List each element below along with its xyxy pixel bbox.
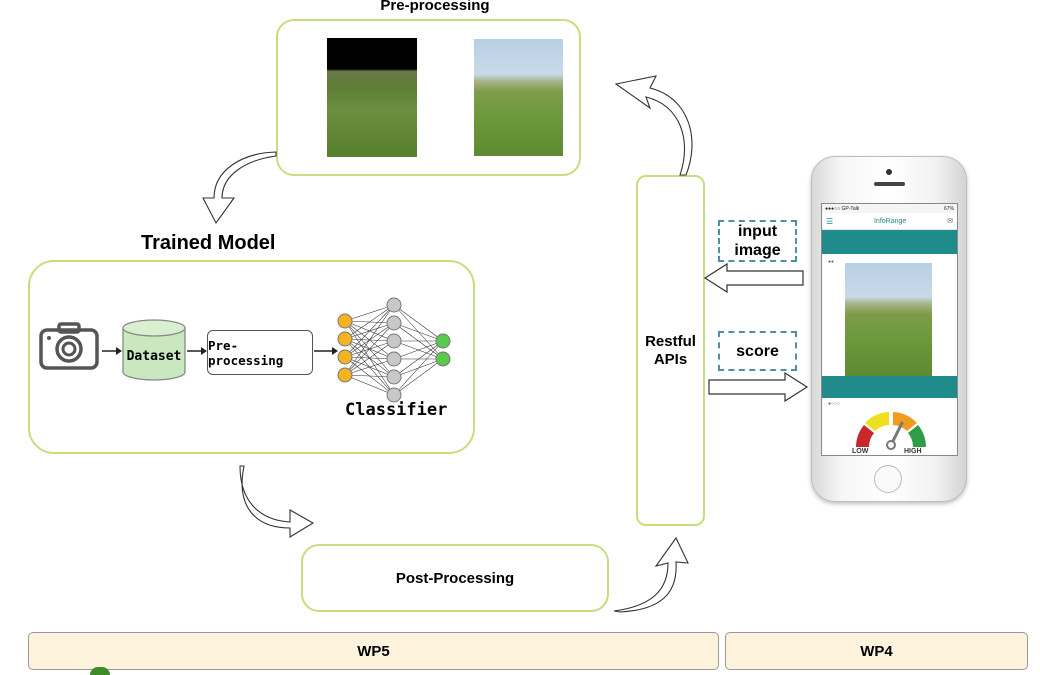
restful-apis-box: Restful APIs bbox=[636, 175, 705, 526]
input-arrow-icon bbox=[703, 262, 804, 294]
teal-band-top bbox=[822, 230, 957, 254]
neural-network-icon bbox=[337, 297, 451, 403]
dataset-label: Dataset bbox=[126, 349, 182, 364]
image-card: ●● bbox=[826, 259, 955, 376]
uploaded-image bbox=[845, 263, 932, 376]
post-processing-label: Post-Processing bbox=[395, 569, 515, 587]
model-preprocessing-label: Pre-processing bbox=[208, 337, 284, 368]
curved-arrow-postprocessing-to-apis-icon bbox=[613, 536, 689, 613]
dataset-cylinder-icon bbox=[122, 319, 186, 381]
gauge-dots: ●○○○ bbox=[828, 401, 841, 407]
card-dots: ●● bbox=[828, 259, 835, 265]
gauge-card: ●○○○ LOW HIGH bbox=[826, 401, 955, 455]
arrow-dataset-preproc-icon bbox=[187, 347, 207, 355]
gauge-high-label: HIGH bbox=[904, 448, 922, 455]
score-arrow-icon bbox=[708, 371, 809, 403]
teal-band-mid bbox=[822, 376, 957, 398]
camera-icon bbox=[39, 322, 99, 370]
battery-text: 67% bbox=[943, 205, 954, 212]
model-preprocessing-box: Pre-processing bbox=[207, 330, 313, 375]
carrier-text: ●●●○○ GP-Talk bbox=[825, 205, 860, 212]
wp5-label: WP5 bbox=[357, 642, 390, 660]
app-title: InfoRange bbox=[873, 217, 907, 225]
app-header: ☰ InfoRange ✉ bbox=[822, 213, 957, 230]
trained-model-title: Trained Model bbox=[141, 232, 276, 254]
leaf-logo-fragment-icon bbox=[90, 667, 110, 675]
raw-image bbox=[474, 39, 563, 156]
curved-arrow-preprocessing-to-model-icon bbox=[202, 151, 277, 225]
arrow-preproc-classifier-icon bbox=[314, 347, 338, 355]
score-label: score bbox=[718, 331, 797, 371]
classifier-label: Classifier bbox=[345, 400, 448, 420]
arrow-camera-dataset-icon bbox=[102, 347, 122, 355]
apis-label: APIs bbox=[653, 350, 688, 368]
curved-arrow-apis-to-preprocessing-icon bbox=[614, 75, 693, 176]
menu-icon[interactable]: ☰ bbox=[826, 216, 834, 226]
phone-speaker bbox=[874, 182, 905, 186]
wp4-bar: WP4 bbox=[725, 632, 1028, 670]
notification-icon[interactable]: ✉ bbox=[947, 218, 953, 225]
phone-screen: ●●●○○ GP-Talk 67% ☰ InfoRange ✉ ●● ●○○○ … bbox=[821, 203, 958, 456]
post-processing-box: Post-Processing bbox=[301, 544, 609, 612]
score-gauge-icon bbox=[856, 412, 926, 450]
input-image-label: input image bbox=[718, 220, 797, 262]
restful-label: Restful bbox=[645, 332, 696, 350]
phone-camera-icon bbox=[886, 169, 892, 175]
wp4-label: WP4 bbox=[860, 642, 893, 660]
preprocessing-title: Pre-processing bbox=[380, 0, 490, 14]
gauge-low-label: LOW bbox=[852, 448, 869, 455]
wp5-bar: WP5 bbox=[28, 632, 719, 670]
status-bar: ●●●○○ GP-Talk 67% bbox=[822, 204, 957, 213]
curved-arrow-model-to-postprocessing-icon bbox=[239, 465, 315, 538]
preprocessed-image bbox=[327, 38, 417, 157]
phone-home-button[interactable] bbox=[874, 465, 902, 493]
